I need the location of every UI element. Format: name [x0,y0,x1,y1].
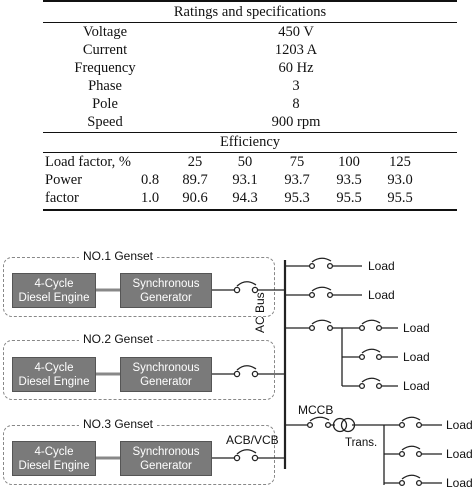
efficiency-value: 95.3 [284,190,310,206]
load-label: Load [403,321,430,335]
spec-value: 900 rpm [271,114,321,130]
genset-2-title: NO.2 Genset [78,332,158,346]
specifications-table: Ratings and specifications Voltage 450 V… [43,0,457,212]
efficiency-value: 95.5 [336,190,362,206]
efficiency-value: 95.5 [387,190,413,206]
efficiency-value: 93.1 [232,172,258,188]
spec-label: Voltage [82,24,128,40]
breaker-load-1 [308,257,334,270]
load-factor-header: 100 [338,154,360,170]
breaker-branch-load-2 [358,348,383,361]
efficiency-value: 93.0 [387,172,413,188]
power-factor-value: 0.8 [140,172,160,188]
spec-value: 3 [292,78,300,94]
load-label: Load [446,476,473,490]
genset-1-title: NO.1 Genset [78,249,158,263]
breaker-mccb [306,416,332,429]
ac-bus-label: AC Bus [253,292,267,333]
spec-value: 1203 A [274,42,318,58]
breaker-trans-load-1 [398,416,423,429]
efficiency-value: 94.3 [232,190,258,206]
load-label: Load [446,418,473,432]
load-factor-header: 125 [389,154,411,170]
specs-bottom-rule [43,132,457,133]
breaker-genset-1 [233,281,259,294]
load-label: Load [446,447,473,461]
spec-value: 450 V [278,24,314,40]
load-label: Load [368,259,395,273]
breaker-genset-3 [233,449,259,462]
ratings-title: Ratings and specifications [173,4,327,20]
load-label: Load [368,288,395,302]
breaker-branch-load-3 [358,377,383,390]
load-factor-header: 25 [187,154,203,170]
genset-one-line-diagram: NO.1 Genset NO.2 Genset NO.3 Genset [0,245,474,490]
mccb-label: MCCB [298,403,334,417]
efficiency-value: 90.6 [182,190,208,206]
efficiency-value: 89.7 [182,172,208,188]
spec-label: Frequency [74,60,136,76]
table-bottom-rule [43,209,457,211]
breaker-trans-load-2 [398,445,423,458]
breaker-genset-2 [233,365,259,378]
efficiency-value: 93.7 [284,172,310,188]
load-label: Load [403,379,430,393]
row-label: factor [45,190,79,206]
breaker-branch-feeder [308,319,334,332]
power-factor-value: 1.0 [140,190,160,206]
diagram-wiring [96,257,442,487]
spec-label: Phase [88,78,122,94]
efficiency-value: 93.5 [336,172,362,188]
ratings-rule [43,22,457,23]
load-factor-header: 50 [237,154,253,170]
load-label: Load [403,350,430,364]
breaker-load-2 [308,286,334,299]
genset-3-title: NO.3 Genset [78,417,158,431]
load-factor-header: 75 [289,154,305,170]
spec-value: 60 Hz [278,60,314,76]
efficiency-title: Efficiency [219,134,281,150]
table-top-rule [43,0,457,2]
spec-label: Current [82,42,128,58]
transformer-icon [332,417,356,433]
acb-vcb-label: ACB/VCB [226,433,279,447]
breaker-trans-load-3 [398,474,423,487]
trans-label: Trans. [345,437,378,449]
efficiency-rule [43,152,457,153]
spec-value: 8 [292,96,300,112]
spec-label: Pole [92,96,118,112]
spec-label: Speed [87,114,123,130]
load-factor-label: Load factor, % [45,154,131,170]
row-label: Power [45,172,83,188]
breaker-branch-load-1 [358,319,383,332]
